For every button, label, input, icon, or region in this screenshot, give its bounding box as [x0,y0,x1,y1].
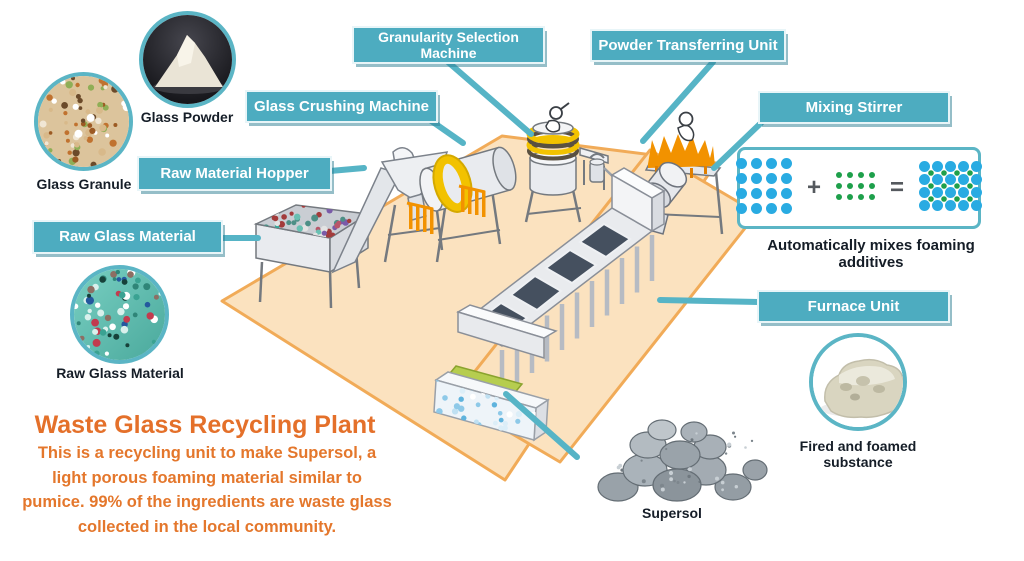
fired-foamed-photo [809,333,907,431]
caption-mixing-diagram: Automatically mixes foaming additives [767,237,975,272]
connector-powder [640,59,716,144]
plus-sign: + [806,174,821,201]
label-mixing-stirrer: Mixing Stirrer [758,91,950,124]
powder-canister [589,153,605,183]
glass-granule-photo [34,72,133,171]
caption-glass-granule: Glass Granule [36,176,132,192]
machine-figure [545,102,570,133]
page-description: This is a recycling unit to make Superso… [22,444,392,536]
label-powder-transferring-unit: Powder Transferring Unit [590,29,786,62]
glass-powder-photo [139,11,236,108]
label-raw-glass-material: Raw Glass Material [32,220,223,254]
connector-furnace [657,297,761,305]
dot-grid-glass-powder [734,156,794,221]
rock-texture [616,431,754,492]
connector-crushing [427,117,466,146]
granularity-selection-machine [524,102,651,223]
dot-grid-mixed-result [917,159,984,218]
connector-mixing [711,119,765,171]
furnace-unit [433,167,666,442]
raw-glass-material-photo [70,265,169,364]
crusher-drum [419,146,517,213]
glass-crushing-machine [380,146,517,263]
machine-figure [677,111,695,142]
connector-lines [218,59,765,460]
caption-glass-powder: Glass Powder [140,109,234,125]
caption-fired-foamed: Fired and foamed substance [799,438,917,471]
caption-raw-glass-material: Raw Glass Material [56,365,184,381]
dot-grid-foaming-additive [834,170,877,207]
page-title: Waste Glass Recycling Plant [34,411,376,439]
label-granularity-selection-machine: Granularity Selection Machine [352,26,545,64]
label-glass-crushing-machine: Glass Crushing Machine [245,90,438,123]
connector-supersol [503,391,580,460]
label-raw-material-hopper: Raw Material Hopper [137,156,332,191]
equals-sign: = [890,174,905,201]
label-furnace-unit: Furnace Unit [757,290,950,323]
furnace-legs [499,235,655,396]
connector-hopper [327,165,367,174]
orange-crest [648,134,715,168]
crusher-orange-combs [406,184,486,234]
supersol-rock-pile [597,419,768,502]
connector-granularity [445,59,534,137]
caption-supersol: Supersol [642,505,702,521]
mixing-additive-diagram: + = [734,147,984,229]
